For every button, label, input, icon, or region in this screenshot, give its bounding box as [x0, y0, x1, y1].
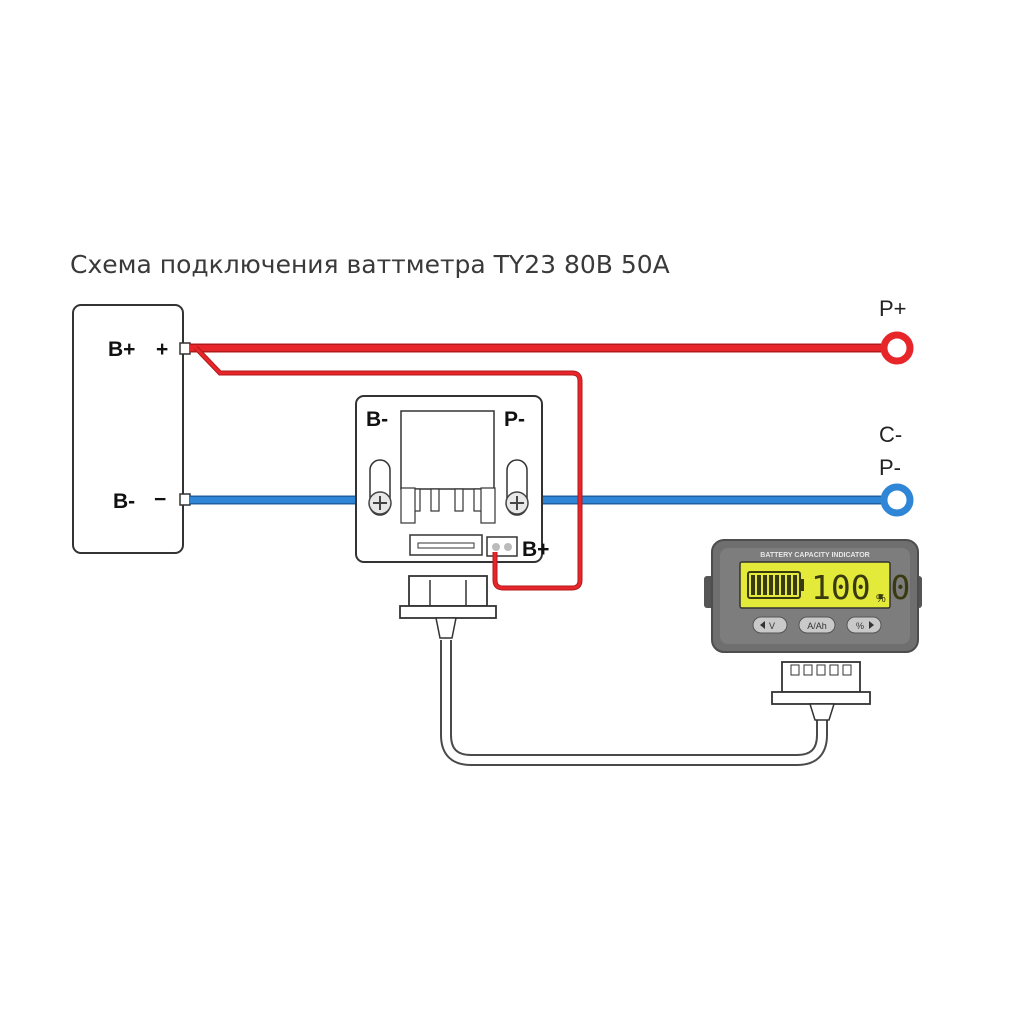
left-arrow-icon [760, 621, 765, 629]
battery-level-bar [781, 575, 785, 595]
output-negative-label-2: P- [879, 455, 901, 480]
battery-level-icon [747, 571, 804, 599]
diagram-title: Схема подключения ваттметра TY23 80В 50А [70, 250, 670, 279]
shunt-bplus-connector [486, 536, 518, 557]
battery-level-bar [769, 575, 773, 595]
shunt-resistor [400, 410, 495, 490]
signal-cable [440, 640, 828, 766]
battery-level-bar [763, 575, 767, 595]
button-current-label: A/Ah [807, 621, 827, 631]
button-percent-label: % [856, 621, 864, 631]
shunt-cable-plug [399, 575, 497, 639]
battery-negative-terminal [179, 493, 191, 506]
battery-level-bar [787, 575, 791, 595]
lcd-screen [739, 561, 891, 609]
shunt-module: B- P- B+ [355, 395, 549, 563]
battery-level-bar [775, 575, 779, 595]
battery: B+ + B- − [72, 304, 191, 554]
lcd-unit: % [876, 593, 886, 605]
battery-capacity-display: BATTERY CAPACITY INDICATOR 100.0 % V A/A… [704, 539, 922, 653]
battery-positive-label: B+ [108, 338, 135, 361]
output-positive-terminal: P+ [879, 296, 914, 365]
battery-positive-terminal [179, 342, 191, 355]
battery-negative-sign: − [154, 488, 166, 511]
button-voltage-label: V [769, 621, 775, 631]
output-negative-terminal: C- P- [879, 422, 914, 517]
battery-positive-sign: + [156, 338, 168, 361]
positive-wire [190, 343, 893, 591]
battery-level-bar [793, 575, 797, 595]
display-header: BATTERY CAPACITY INDICATOR [760, 552, 869, 559]
battery-body [72, 304, 184, 554]
shunt-bplus-label: B+ [522, 538, 549, 561]
display-cable-plug [771, 661, 871, 721]
button-voltage[interactable]: V [752, 616, 788, 634]
right-arrow-icon [869, 621, 874, 629]
battery-level-bar [757, 575, 761, 595]
button-current[interactable]: A/Ah [798, 616, 836, 634]
button-percent[interactable]: % [846, 616, 882, 634]
output-negative-label-1: C- [879, 422, 902, 447]
lcd-value: 100.0 [811, 568, 910, 607]
battery-level-bar [751, 575, 755, 595]
output-positive-label: P+ [879, 296, 907, 321]
shunt-pminus-label: P- [504, 408, 525, 431]
battery-negative-label: B- [113, 490, 135, 513]
shunt-bminus-label: B- [366, 408, 388, 431]
